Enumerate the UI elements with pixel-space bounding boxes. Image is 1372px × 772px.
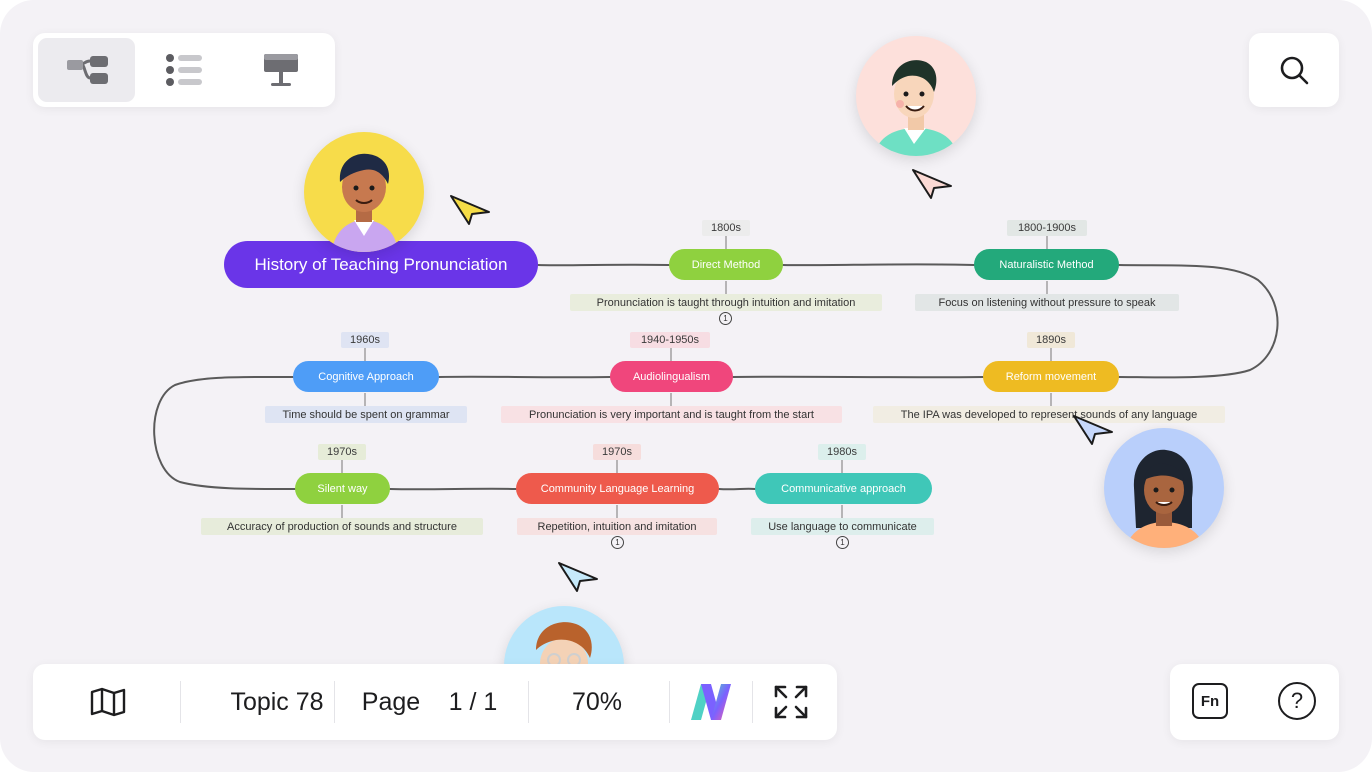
connector-line (732, 375, 984, 379)
function-keys-button[interactable]: Fn (1192, 683, 1228, 719)
mind-map-icon (66, 56, 108, 84)
topic-reform-movement[interactable]: Reform movement (983, 361, 1119, 392)
topic-note: Use language to communicate (751, 518, 934, 535)
topic-date: 1960s (341, 332, 389, 348)
topic-date: 1980s (818, 444, 866, 460)
topic-note: Time should be spent on grammar (265, 406, 467, 423)
connector-line (782, 263, 975, 267)
note-count-badge[interactable]: 1 (836, 536, 849, 549)
list-icon (165, 54, 202, 86)
topic-naturalistic-method[interactable]: Naturalistic Method (974, 249, 1119, 280)
topic-count: Topic 78 (230, 687, 324, 716)
topic-audiolingualism[interactable]: Audiolingualism (610, 361, 733, 392)
zoom-level[interactable]: 70% (571, 687, 623, 716)
collaborator-cursor-icon (912, 169, 952, 199)
presentation-icon (263, 54, 298, 86)
topic-note: The IPA was developed to represent sound… (873, 406, 1225, 423)
map-icon (90, 687, 126, 717)
note-count-badge[interactable]: 1 (719, 312, 732, 325)
mind-map-view-button[interactable] (38, 38, 135, 102)
topic-direct-method[interactable]: Direct Method (669, 249, 783, 280)
collaborator-cursor-icon (558, 562, 598, 592)
topic-date: 1890s (1027, 332, 1075, 348)
divider (180, 681, 181, 723)
outline-map-button[interactable] (73, 664, 143, 740)
note-count-badge[interactable]: 1 (611, 536, 624, 549)
collaborator-cursor-icon (1073, 415, 1113, 445)
collaborator-cursor-icon (450, 195, 490, 225)
connector-line (438, 375, 611, 379)
collaborator-avatar (856, 36, 976, 156)
presentation-view-button[interactable] (232, 38, 329, 102)
topic-note: Accuracy of production of sounds and str… (201, 518, 483, 535)
topic-note: Repetition, intuition and imitation (517, 518, 717, 535)
topic-date: 1970s (318, 444, 366, 460)
search-icon (1280, 56, 1309, 85)
divider (334, 681, 335, 723)
page-indicator[interactable]: 1 / 1 (448, 687, 498, 716)
collaborator-avatar (1104, 428, 1224, 548)
help-button[interactable]: ? (1278, 682, 1316, 720)
topic-date: 1970s (593, 444, 641, 460)
divider (669, 681, 670, 723)
topic-silent-way[interactable]: Silent way (295, 473, 390, 504)
connector-line (153, 375, 296, 491)
view-toolbar (33, 33, 335, 107)
divider (528, 681, 529, 723)
topic-date: 1940-1950s (630, 332, 710, 348)
app-logo-icon (691, 684, 731, 720)
connector-line (389, 487, 517, 491)
collaborator-avatar (304, 132, 424, 252)
topic-note: Pronunciation is very important and is t… (501, 406, 842, 423)
connector-line (1118, 264, 1279, 379)
search-button[interactable] (1249, 33, 1339, 107)
connector-line (537, 263, 670, 267)
app-logo-button[interactable] (681, 664, 741, 740)
fullscreen-icon (774, 685, 808, 719)
outline-view-button[interactable] (135, 38, 232, 102)
topic-note: Pronunciation is taught through intuitio… (570, 294, 882, 311)
help-panel: Fn ? (1170, 664, 1339, 740)
topic-date: 1800-1900s (1007, 220, 1087, 236)
topic-communicative-approach[interactable]: Communicative approach (755, 473, 932, 504)
topic-note: Focus on listening without pressure to s… (915, 294, 1179, 311)
divider (752, 681, 753, 723)
fullscreen-button[interactable] (763, 664, 819, 740)
topic-cognitive-approach[interactable]: Cognitive Approach (293, 361, 439, 392)
topic-date: 1800s (702, 220, 750, 236)
page-label: Page (361, 687, 421, 716)
bottom-status-bar: Topic 78 Page 1 / 1 70% (33, 664, 837, 740)
connector-line (718, 487, 756, 491)
topic-community-language-learning[interactable]: Community Language Learning (516, 473, 719, 504)
